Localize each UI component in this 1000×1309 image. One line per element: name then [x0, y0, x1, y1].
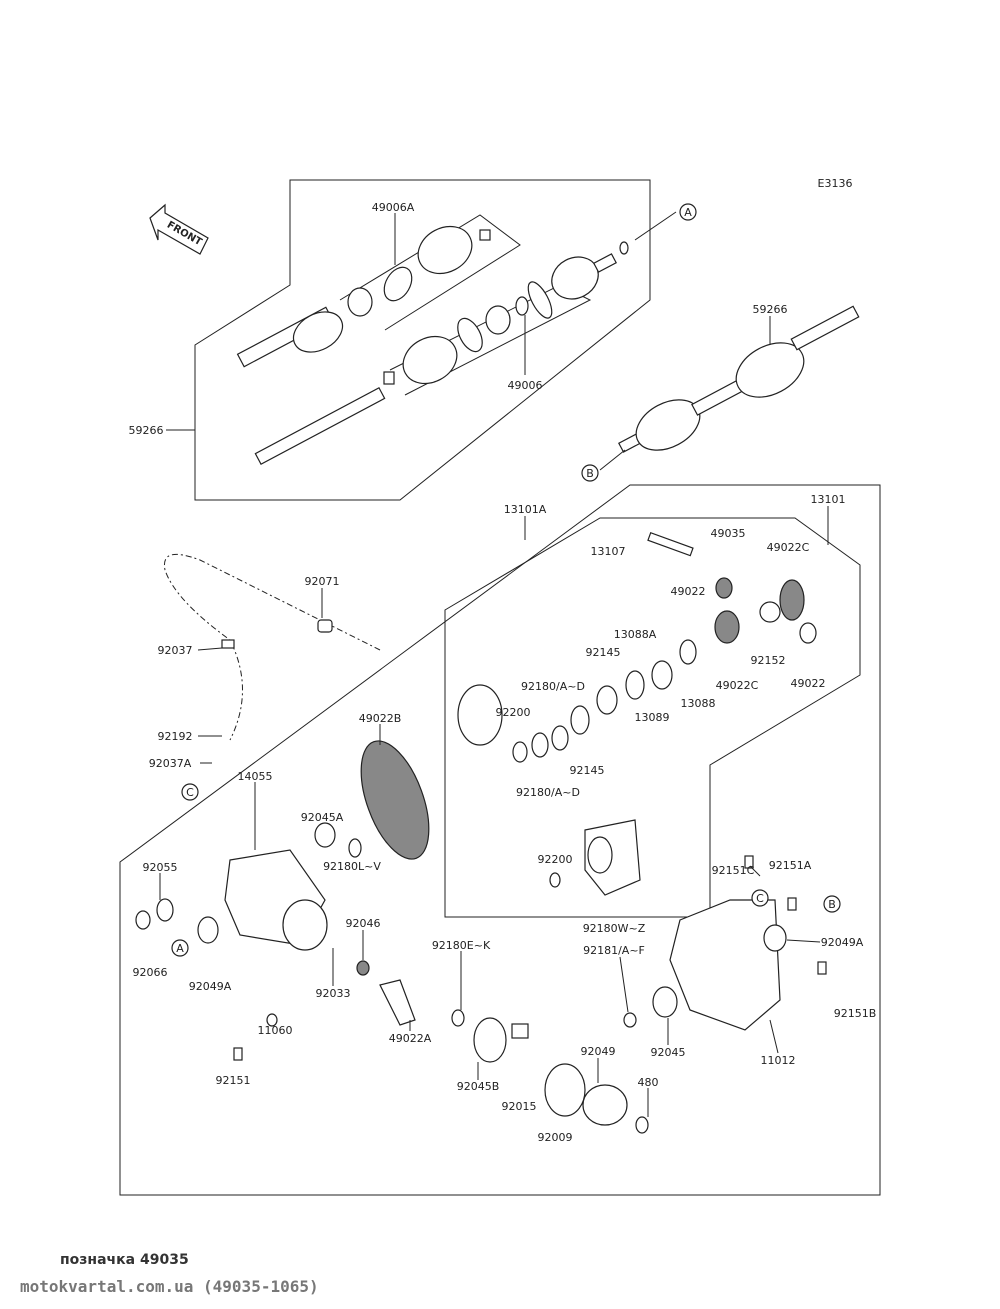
part-label: 92152	[751, 654, 786, 667]
differential-inner-frame	[444, 517, 861, 918]
part-label: 480	[638, 1076, 659, 1089]
part-label: 92009	[538, 1131, 573, 1144]
part-label: 92066	[133, 966, 168, 979]
footer-caption: позначка 49035	[60, 1252, 189, 1268]
leader-lines	[159, 211, 829, 1117]
part-label: 92049A	[189, 980, 232, 993]
ref-circle-c-cable: C	[181, 783, 199, 801]
part-label: 92049A	[821, 936, 864, 949]
svg-text:A: A	[176, 942, 184, 955]
part-label: 92033	[316, 987, 351, 1000]
part-label: 49022	[791, 677, 826, 690]
part-label: 13088	[681, 697, 716, 710]
part-label: 49035	[711, 527, 746, 540]
footer-source: motokvartal.com.ua (49035-1065)	[20, 1277, 319, 1296]
part-label: 14055	[238, 770, 273, 783]
part-label: 13088A	[614, 628, 657, 641]
part-label: 92192	[158, 730, 193, 743]
svg-text:C: C	[186, 786, 194, 799]
part-label: 92145	[570, 764, 605, 777]
part-label: 92181/A~F	[583, 944, 645, 957]
part-label: 92151	[216, 1074, 251, 1087]
differential-frame	[119, 484, 881, 1196]
part-label: 92151B	[834, 1007, 877, 1020]
part-label: 92045	[651, 1046, 686, 1059]
part-label: 49006A	[372, 201, 415, 214]
svg-text:B: B	[586, 467, 594, 480]
differential-parts	[135, 531, 827, 1134]
diagram-code: E3136	[818, 177, 853, 190]
drive-shaft-frame	[194, 179, 651, 501]
part-label: 92180L~V	[323, 860, 381, 873]
part-label: 92151C	[712, 864, 755, 877]
ref-circle-b-shaft: B	[581, 464, 599, 482]
part-label: 92180E~K	[432, 939, 491, 952]
part-label: 11012	[761, 1054, 796, 1067]
svg-text:B: B	[828, 898, 836, 911]
part-label: 49022	[671, 585, 706, 598]
part-label: 13089	[635, 711, 670, 724]
ref-circle-b-cover: B	[823, 895, 841, 913]
part-label: 11060	[258, 1024, 293, 1037]
svg-text:C: C	[756, 892, 764, 905]
part-label: 92046	[346, 917, 381, 930]
part-label: 92015	[502, 1100, 537, 1113]
part-label: 92200	[496, 706, 531, 719]
part-label: 92071	[305, 575, 340, 588]
part-label: 92180/A~D	[516, 786, 580, 799]
ref-circle-c-cover: C	[751, 889, 769, 907]
part-label: 13101	[811, 493, 846, 506]
part-label: 92151A	[769, 859, 812, 872]
front-arrow-icon: FRONT	[149, 203, 209, 255]
part-label: 13101A	[504, 503, 547, 516]
part-label: 92045B	[457, 1080, 500, 1093]
right-drive-shaft	[618, 305, 860, 453]
left-drive-shaft	[236, 225, 629, 465]
part-label: 92180W~Z	[583, 922, 646, 935]
part-label: 59266	[129, 424, 164, 437]
part-label: 49022A	[389, 1032, 432, 1045]
part-label: 92037	[158, 644, 193, 657]
part-label: 92145	[586, 646, 621, 659]
part-label: 92055	[143, 861, 178, 874]
part-label: 49006	[508, 379, 543, 392]
part-label: 92049	[581, 1045, 616, 1058]
ref-circle-a-housing: A	[171, 939, 189, 957]
part-label: 49022C	[767, 541, 810, 554]
part-label: 13107	[591, 545, 626, 558]
part-label: 92180/A~D	[521, 680, 585, 693]
part-label: 92200	[538, 853, 573, 866]
ref-circle-a-top: A	[679, 203, 697, 221]
part-label: 49022B	[359, 712, 402, 725]
svg-text:A: A	[684, 206, 692, 219]
cable	[163, 553, 381, 741]
part-label: 92037A	[149, 757, 192, 770]
part-label: 92045A	[301, 811, 344, 824]
part-label: 59266	[753, 303, 788, 316]
part-label: 49022C	[716, 679, 759, 692]
